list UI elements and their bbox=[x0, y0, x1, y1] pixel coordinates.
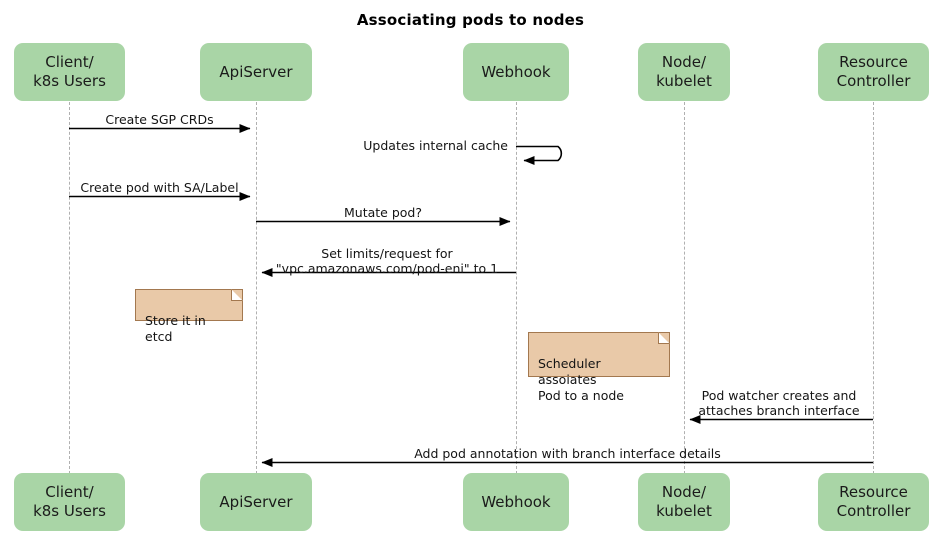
message-label-mutate-pod: Mutate pod? bbox=[344, 205, 422, 220]
participant-webhook-bottom[interactable]: Webhook bbox=[463, 473, 569, 531]
participant-webhook-top[interactable]: Webhook bbox=[463, 43, 569, 101]
message-selfloop-updates-internal-cache bbox=[516, 145, 563, 165]
note-fold-corner-icon bbox=[658, 332, 670, 344]
lifeline-controller bbox=[873, 102, 874, 474]
message-label-set-limits-request: Set limits/request for "vpc.amazonaws.co… bbox=[275, 246, 499, 276]
participant-client-bottom[interactable]: Client/ k8s Users bbox=[14, 473, 125, 531]
participant-apiserver-top[interactable]: ApiServer bbox=[200, 43, 312, 101]
participant-kubelet-top[interactable]: Node/ kubelet bbox=[638, 43, 730, 101]
note-fold-corner-icon bbox=[231, 289, 243, 301]
page-title: Associating pods to nodes bbox=[356, 11, 585, 29]
lifeline-kubelet bbox=[684, 102, 685, 474]
note-store-it-in-etcd: Store it in etcd bbox=[135, 289, 243, 344]
message-label-pod-watcher-attaches-branch-interface: Pod watcher creates and attaches branch … bbox=[698, 388, 860, 418]
participant-kubelet-bottom[interactable]: Node/ kubelet bbox=[638, 473, 730, 531]
lifeline-apiserver bbox=[256, 102, 257, 474]
note-scheduler-associates-pod: Scheduler assoiates Pod to a node bbox=[528, 332, 670, 403]
participant-apiserver-bottom[interactable]: ApiServer bbox=[200, 473, 312, 531]
lifeline-webhook bbox=[516, 102, 517, 474]
message-label-updates-internal-cache: Updates internal cache bbox=[363, 138, 508, 153]
message-label-create-sgp-crds: Create SGP CRDs bbox=[105, 112, 214, 127]
participant-client-top[interactable]: Client/ k8s Users bbox=[14, 43, 125, 101]
participant-controller-bottom[interactable]: Resource Controller bbox=[818, 473, 929, 531]
note-store-it-in-etcd-label: Store it in etcd bbox=[145, 313, 206, 344]
note-scheduler-associates-pod-label: Scheduler assoiates Pod to a node bbox=[538, 356, 624, 403]
lifeline-client bbox=[69, 102, 70, 474]
message-label-add-pod-annotation: Add pod annotation with branch interface… bbox=[414, 446, 721, 461]
message-label-create-pod-with-sa-label: Create pod with SA/Label bbox=[80, 180, 239, 195]
participant-controller-top[interactable]: Resource Controller bbox=[818, 43, 929, 101]
